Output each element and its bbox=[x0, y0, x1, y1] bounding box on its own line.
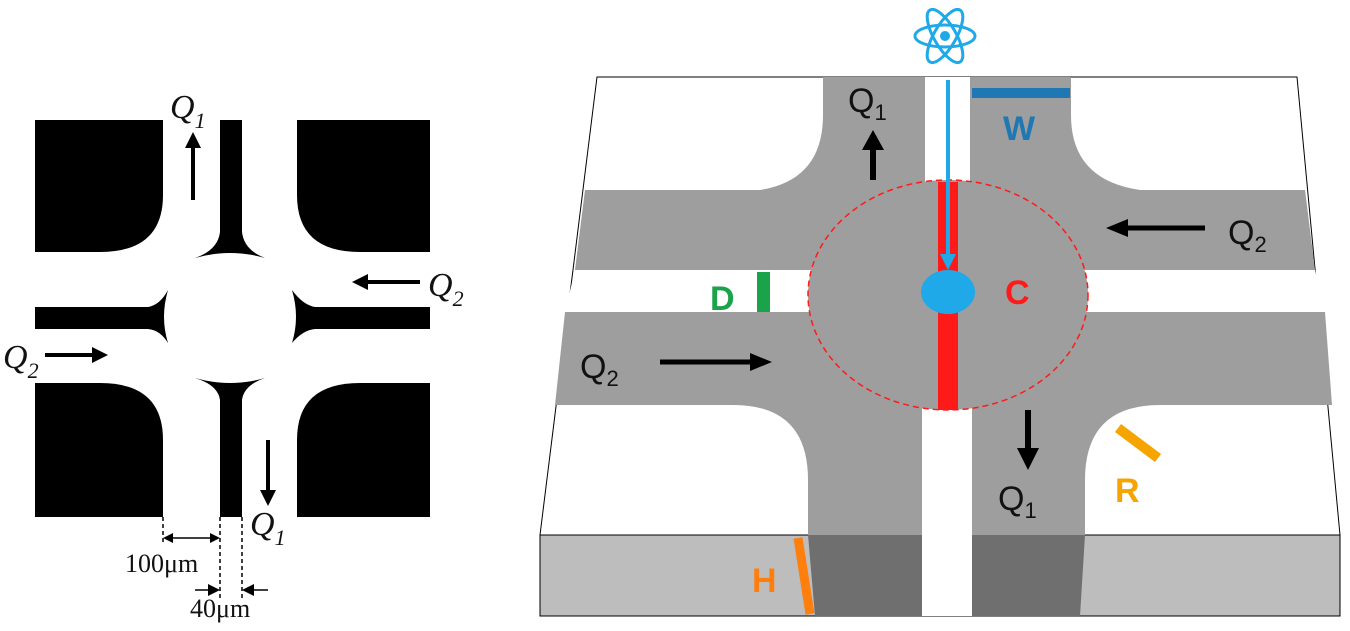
label-R: R bbox=[1115, 472, 1140, 510]
blue-probe-arrowhead bbox=[940, 254, 956, 270]
block-bottom-right bbox=[297, 383, 430, 517]
arrow-q1-top bbox=[185, 132, 201, 200]
label-q2-left: Q2 bbox=[3, 339, 39, 383]
atom-icon bbox=[913, 7, 977, 65]
label-q1-top-3d: Q1 bbox=[848, 82, 887, 125]
marker-R-bar bbox=[1115, 424, 1161, 462]
divider-gap-right bbox=[1085, 270, 1325, 312]
arrow-q1-bottom-3d bbox=[1017, 410, 1039, 470]
divider-gap-left bbox=[565, 270, 815, 312]
dim-100-label: 100μm bbox=[125, 549, 198, 578]
dim-100-arrow-right bbox=[210, 533, 220, 543]
label-W: W bbox=[1003, 110, 1036, 148]
arrow-q2-left bbox=[45, 347, 108, 363]
label-q1-top: Q1 bbox=[170, 89, 206, 133]
front-channel-left bbox=[808, 535, 922, 616]
divider-top bbox=[195, 120, 265, 258]
marker-D-bar bbox=[757, 272, 770, 312]
label-q2-right: Q2 bbox=[428, 267, 464, 311]
label-q1-bottom: Q1 bbox=[250, 506, 286, 550]
marker-W-bar bbox=[972, 88, 1070, 98]
arrow-q2-left-3d bbox=[660, 353, 772, 371]
label-H: H bbox=[752, 562, 777, 600]
arrow-q2-right-3d bbox=[1106, 219, 1205, 237]
block-bottom-left bbox=[35, 383, 163, 517]
label-D: D bbox=[710, 280, 735, 318]
arrow-q2-right bbox=[352, 274, 420, 290]
right-chip-diagram: Q1 Q1 Q2 Q2 W D C R H bbox=[539, 7, 1341, 617]
divider-gap-bottom bbox=[922, 405, 972, 535]
front-channel-right bbox=[972, 535, 1085, 616]
dim-40-arrow-right bbox=[242, 584, 254, 596]
marker-H-bar bbox=[793, 537, 815, 615]
divider-left bbox=[35, 290, 168, 343]
front-gap bbox=[922, 535, 972, 616]
dim-100-arrow-left bbox=[163, 533, 173, 543]
arrow-q1-top-3d bbox=[862, 130, 884, 180]
dim-40-label: 40μm bbox=[190, 594, 250, 623]
dim-40-arrow-left bbox=[208, 584, 220, 596]
block-top-left bbox=[35, 120, 163, 252]
label-C: C bbox=[1005, 274, 1030, 312]
label-q2-right-3d: Q2 bbox=[1228, 214, 1267, 257]
label-q1-bottom-3d: Q1 bbox=[998, 480, 1037, 523]
dimension-markers bbox=[162, 517, 243, 600]
left-chip-diagram: Q1 Q1 Q2 Q2 100μm 40μm bbox=[3, 89, 464, 623]
divider-right bbox=[292, 290, 430, 343]
arrow-q1-bottom bbox=[260, 440, 276, 506]
label-q2-left-3d: Q2 bbox=[580, 348, 619, 391]
divider-bottom bbox=[195, 378, 265, 517]
block-top-right bbox=[297, 120, 430, 252]
blue-cell bbox=[921, 270, 975, 314]
